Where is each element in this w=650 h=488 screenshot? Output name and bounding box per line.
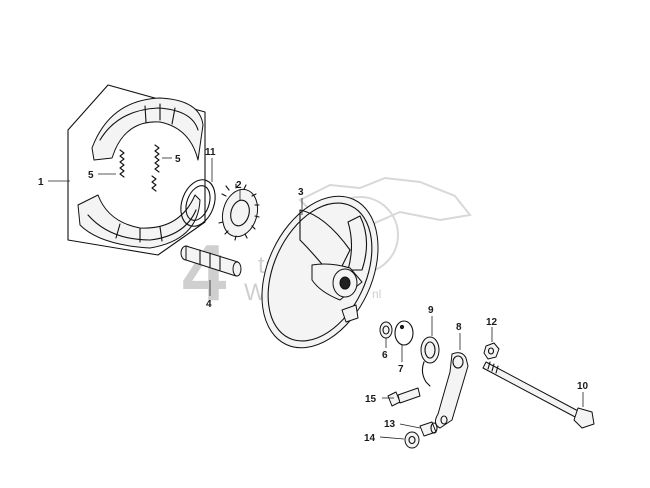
axle-nut: [483, 342, 500, 360]
callout-8: 8: [456, 322, 462, 333]
callout-10: 10: [577, 381, 589, 392]
brake-shoe-lower: [77, 194, 201, 249]
callout-5-right: 5: [175, 154, 181, 165]
callout-2: 2: [236, 180, 242, 191]
callouts: 1 5 5 11 2 3 4 6 7 9 8 12 10 15 13 14: [38, 147, 589, 444]
leader-lines: [48, 157, 584, 440]
arm-bolt: [387, 387, 421, 407]
callout-12: 12: [486, 317, 498, 328]
watermark-word-c: nl: [372, 287, 381, 301]
callout-14: 14: [364, 433, 376, 444]
wear-indicator-plate: [394, 320, 414, 346]
brake-shoe-group-frame: [67, 84, 206, 256]
callout-7: 7: [398, 364, 404, 375]
callout-15: 15: [365, 394, 377, 405]
callout-9: 9: [428, 305, 434, 316]
callout-1: 1: [38, 177, 44, 188]
joint-nut: [404, 431, 420, 449]
callout-3: 3: [298, 187, 304, 198]
brake-arm: [434, 352, 469, 429]
brake-shoe-upper: [91, 97, 204, 161]
callout-11: 11: [205, 147, 216, 158]
speedometer-gear: [218, 183, 260, 241]
front-axle: [482, 361, 595, 429]
dust-seal-ring: [180, 179, 216, 227]
joint-pin: [419, 421, 438, 437]
shoe-spring-right: [151, 144, 160, 192]
shoe-spring-left: [119, 149, 125, 178]
callout-4: 4: [206, 299, 212, 310]
watermark-numeral: 4: [182, 228, 227, 317]
return-spring: [420, 336, 440, 387]
callout-5-left: 5: [88, 170, 94, 181]
callout-13: 13: [384, 419, 396, 430]
washer: [379, 321, 393, 339]
callout-6: 6: [382, 350, 388, 361]
brake-panel: [261, 195, 379, 349]
brake-cam-shaft: [180, 245, 242, 277]
